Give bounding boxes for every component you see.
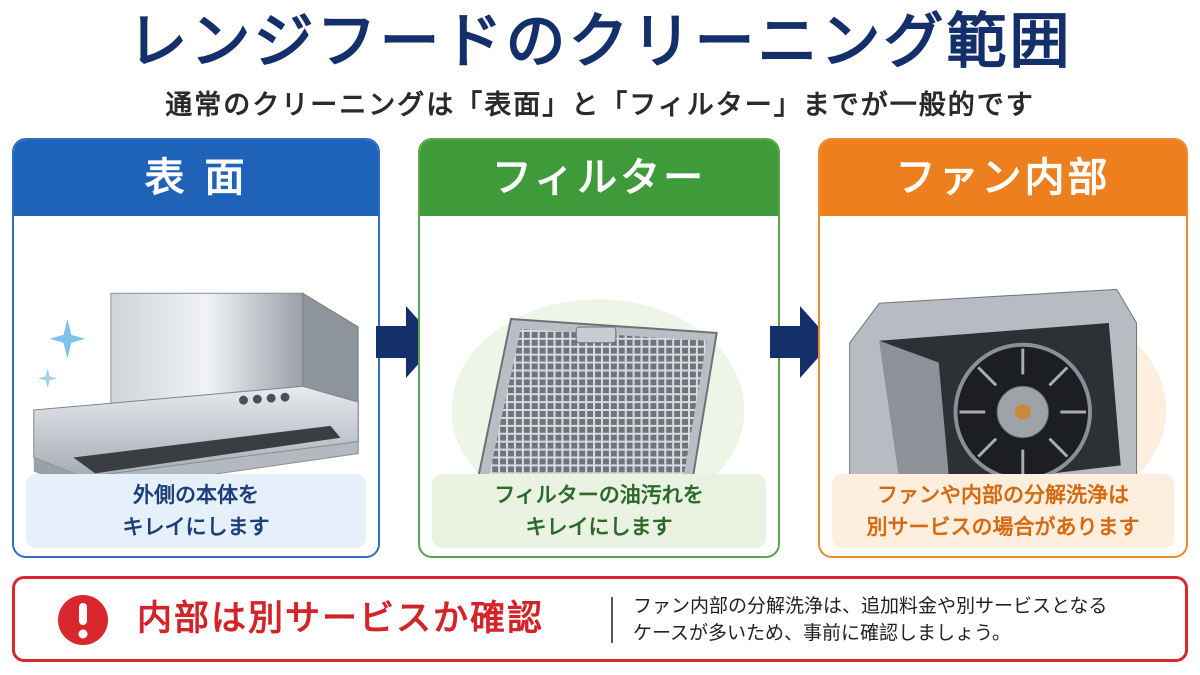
card-fan-interior-heading: ファン内部 xyxy=(820,140,1186,216)
notice-divider xyxy=(611,597,613,643)
sparkle-icon xyxy=(37,368,58,389)
card-surface-heading: 表 面 xyxy=(14,140,378,216)
card-surface: 表 面 外側の本体を キレイにします xyxy=(12,138,380,558)
notice-box: 内部は別サービスか確認 ファン内部の分解洗浄は、追加料金や別サービスとなる ケー… xyxy=(12,576,1188,662)
card-fan-interior: ファン内部 ファンや内部の分解洗浄は 別サービスの場合があります xyxy=(818,138,1188,558)
control-buttons xyxy=(239,392,290,405)
fan-interior-illustration xyxy=(849,288,1167,521)
card-fan-interior-caption: ファンや内部の分解洗浄は 別サービスの場合があります xyxy=(832,474,1174,548)
card-filter-heading: フィルター xyxy=(420,140,778,216)
filter-illustration xyxy=(451,299,745,521)
right-arrow-icon xyxy=(376,306,438,378)
page-title: レンジフードのクリーニング範囲 xyxy=(127,7,1073,77)
card-filter: フィルター フィルターの油汚れを キレイにします xyxy=(418,138,780,558)
card-surface-caption: 外側の本体を キレイにします xyxy=(26,474,366,548)
exclamation-icon xyxy=(58,595,108,645)
notice-text: ファン内部の分解洗浄は、追加料金や別サービスとなる ケースが多いため、事前に確認… xyxy=(633,595,1108,644)
sparkle-icon xyxy=(49,319,86,359)
card-filter-caption: フィルターの油汚れを キレイにします xyxy=(432,474,766,548)
right-arrow-icon xyxy=(770,306,832,378)
range-hood-illustration xyxy=(33,292,359,525)
page-subtitle: 通常のクリーニングは「表面」と「フィルター」までが一般的です xyxy=(165,90,1035,121)
notice-title: 内部は別サービスか確認 xyxy=(137,599,545,639)
